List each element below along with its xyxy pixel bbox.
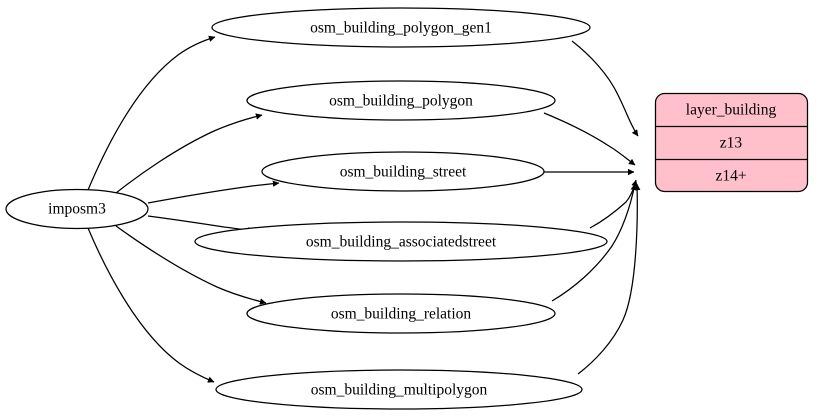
node-osm_building_multipolygon[interactable] bbox=[215, 369, 583, 410]
edge-imposm3-to-osm_building_multipolygon bbox=[87, 227, 215, 383]
edge-imposm3-to-osm_building_street bbox=[147, 180, 280, 204]
edge-osm_building_associatedstreet-to-z14plus bbox=[589, 179, 638, 229]
edge-osm_building_polygon_gen1-to-z13 bbox=[571, 40, 639, 137]
node-osm_building_street[interactable] bbox=[261, 151, 545, 192]
node-osm_building_polygon[interactable] bbox=[246, 80, 556, 121]
edge-osm_building_relation-to-z14plus bbox=[551, 183, 637, 302]
node-osm_building_associatedstreet[interactable] bbox=[194, 221, 608, 262]
node-osm_building_relation[interactable] bbox=[246, 293, 556, 334]
layer-building-box[interactable] bbox=[654, 92, 809, 193]
node-imposm3[interactable] bbox=[5, 188, 149, 230]
edge-imposm3-to-osm_building_polygon_gen1 bbox=[87, 35, 216, 191]
edge-imposm3-to-osm_building_polygon bbox=[115, 113, 263, 194]
node-group-ellipses bbox=[5, 7, 608, 410]
edge-group-source bbox=[87, 35, 280, 383]
edge-imposm3-to-osm_building_relation bbox=[115, 225, 267, 305]
node-layer_building[interactable] bbox=[654, 92, 809, 193]
edge-group-layer bbox=[543, 40, 641, 375]
edge-osm_building_polygon-to-z14plus bbox=[543, 112, 636, 166]
node-osm_building_polygon_gen1[interactable] bbox=[211, 7, 591, 48]
edge-osm_building_multipolygon-to-z14plus bbox=[577, 183, 641, 375]
edge-imposm3-to-osm_building_associatedstreet bbox=[147, 215, 255, 234]
